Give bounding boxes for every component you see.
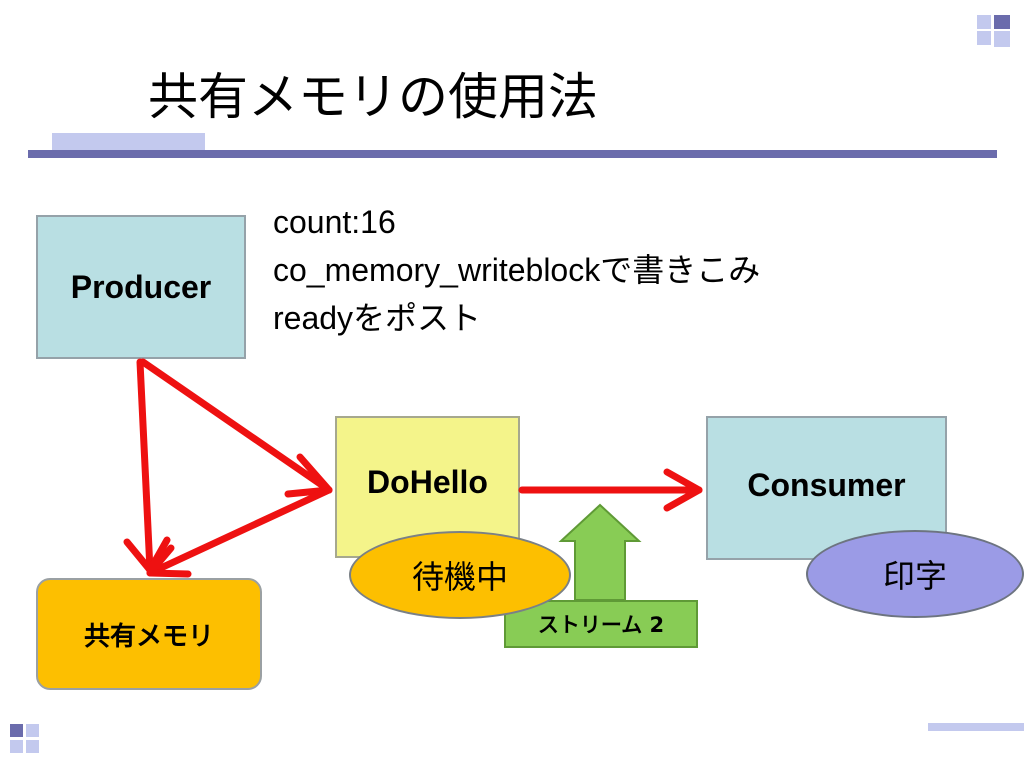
decor-square <box>26 740 39 753</box>
decor-square <box>26 724 39 737</box>
printing-state: 印字 <box>806 530 1024 618</box>
arrowhead-dohello-to-memory <box>146 544 192 578</box>
decor-square <box>10 740 23 753</box>
decor-square <box>977 15 991 29</box>
arrowhead-producer-to-dohello <box>284 453 333 498</box>
shared-memory-label: 共有メモリ <box>83 621 214 652</box>
waiting-state: 待機中 <box>349 531 571 619</box>
arrowhead-dohello-to-consumer <box>663 468 703 512</box>
decor-square <box>10 724 23 737</box>
arrow-producer-to-memory <box>136 358 154 574</box>
shared-memory-node: 共有メモリ <box>36 578 262 690</box>
decor-square <box>994 15 1010 29</box>
note-line-write: co_memory_writeblockで書きこみ <box>273 252 761 288</box>
producer-note: count:16 co_memory_writeblockで書きこみ ready… <box>273 198 760 342</box>
stream-label: ストリーム 2 <box>537 613 665 637</box>
slide-title: 共有メモリの使用法 <box>148 68 598 126</box>
title-rule <box>28 150 997 158</box>
consumer-label: Consumer <box>747 466 906 503</box>
arrowhead-producer-to-memory <box>123 536 171 574</box>
waiting-label: 待機中 <box>411 558 508 596</box>
printing-label: 印字 <box>882 557 947 595</box>
decor-square <box>994 31 1010 47</box>
bottom-accent-bar <box>928 723 1024 731</box>
producer-node: Producer <box>36 215 246 359</box>
decor-square <box>977 31 991 45</box>
dohello-label: DoHello <box>367 463 488 500</box>
note-line-count: count:16 <box>273 204 396 240</box>
note-line-post: readyをポスト <box>273 300 482 336</box>
arrow-producer-to-dohello <box>139 358 333 494</box>
stream-up-arrow <box>558 503 642 601</box>
stream-node: ストリーム 2 <box>504 600 698 648</box>
arrow-dohello-to-memory <box>146 486 333 577</box>
title-accent-bar <box>52 133 205 150</box>
producer-label: Producer <box>70 268 212 305</box>
